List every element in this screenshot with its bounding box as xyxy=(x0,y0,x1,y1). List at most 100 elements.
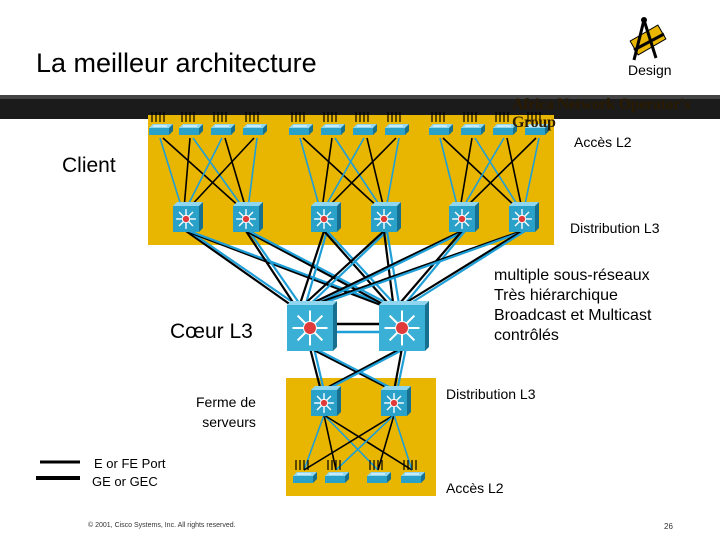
layer3-switch-icon xyxy=(449,202,479,232)
sdist-sacc-link xyxy=(323,414,379,471)
core-sdist-link xyxy=(392,347,404,392)
sdist-sacc-link xyxy=(393,414,413,471)
label-ferme-line1: Ferme de xyxy=(196,394,256,410)
dist-core-link xyxy=(297,230,463,311)
access-dist-link xyxy=(506,137,523,210)
dist-core-link xyxy=(303,230,388,311)
layer3-switch-icon xyxy=(311,386,341,416)
access-dist-link xyxy=(385,137,400,210)
access-switch-icon xyxy=(149,112,173,135)
design-label: Design xyxy=(628,62,672,78)
dist-core-link xyxy=(323,230,395,311)
dist-core-link xyxy=(296,230,326,311)
access-switch-icon xyxy=(367,460,391,483)
dist-core-link xyxy=(303,230,466,311)
nodes-layer xyxy=(149,112,549,483)
layer3-switch-icon xyxy=(311,202,341,232)
copyright: © 2001, Cisco Systems, Inc. All rights r… xyxy=(88,522,236,529)
access-dist-link xyxy=(299,137,321,210)
dist-core-link xyxy=(248,230,401,311)
notes-list: multiple sous-réseaux Très hiérarchique … xyxy=(494,266,651,346)
access-dist-link xyxy=(474,137,521,210)
access-dist-link xyxy=(459,137,473,210)
layer3-switch-icon xyxy=(371,202,401,232)
core-sdist-link xyxy=(320,347,403,392)
layer3-switch-icon xyxy=(381,386,411,416)
sdist-sacc-link xyxy=(303,414,325,471)
header-bar-shade xyxy=(0,95,720,99)
access-dist-link xyxy=(442,137,519,210)
access-dist-link xyxy=(224,137,247,210)
note-item: contrôlés xyxy=(494,327,559,344)
dist-core-link xyxy=(185,229,395,312)
access-dist-link xyxy=(162,137,243,210)
dist-core-link xyxy=(393,230,463,311)
dist-core-link xyxy=(245,230,395,311)
note-item: Très hiérarchique xyxy=(494,287,618,304)
note-item: multiple sous-réseaux xyxy=(494,267,650,284)
links-layer xyxy=(159,137,540,471)
dist-core-link xyxy=(326,230,401,311)
label-client: Client xyxy=(62,154,116,177)
access-dist-link xyxy=(187,137,255,210)
label-coeur: Cœur L3 xyxy=(170,320,253,343)
access-switch-icon xyxy=(293,460,317,483)
access-dist-link xyxy=(325,137,397,210)
core-sdist-link xyxy=(312,347,326,392)
dist-core-link xyxy=(188,230,305,311)
dist-core-link xyxy=(248,230,305,311)
sdist-sacc-link xyxy=(335,414,395,471)
access-switch-icon xyxy=(429,112,453,135)
access-dist-link xyxy=(366,137,385,210)
legend-ge-label: GE or GEC xyxy=(92,474,158,489)
label-distribution-bottom: Distribution L3 xyxy=(446,386,536,402)
dist-core-link xyxy=(302,230,329,311)
access-dist-link xyxy=(321,137,333,210)
access-dist-link xyxy=(247,137,258,210)
core-sdist-link xyxy=(313,347,398,392)
dist-core-link xyxy=(185,230,299,311)
access-switch-icon xyxy=(325,460,349,483)
masonic-compass-icon xyxy=(629,17,667,61)
dist-core-link xyxy=(188,229,401,312)
dist-core-link xyxy=(297,229,523,312)
access-switch-icon xyxy=(211,112,235,135)
access-dist-link xyxy=(439,137,459,210)
access-dist-link xyxy=(334,137,383,210)
core-sdist-link xyxy=(323,347,407,392)
access-switch-icon xyxy=(321,112,345,135)
core-sdist-link xyxy=(308,347,323,392)
label-ferme-line2: serveurs xyxy=(202,414,256,430)
label-acces-bottom: Accès L2 xyxy=(446,480,504,496)
sdist-sacc-link xyxy=(323,414,337,471)
slide-title: La meilleur architecture xyxy=(36,48,317,78)
layer3-switch-icon xyxy=(233,202,263,232)
layer3-switch-icon xyxy=(509,202,539,232)
logo-wordmark: Africa Network Operator's Group xyxy=(512,96,691,131)
access-switch-icon xyxy=(243,112,267,135)
dist-core-link xyxy=(399,230,526,311)
access-dist-link xyxy=(461,137,505,210)
core-sdist-link xyxy=(395,347,408,392)
access-switch-icon xyxy=(385,112,409,135)
access-switch-icon xyxy=(353,112,377,135)
core-switch-icon xyxy=(287,301,337,351)
layer3-switch-icon xyxy=(173,202,203,232)
access-switch-icon xyxy=(179,112,203,135)
access-dist-link xyxy=(523,137,540,210)
dist-core-link xyxy=(399,230,466,311)
access-dist-link xyxy=(323,137,365,210)
dist-core-link xyxy=(245,230,299,311)
page-number: 26 xyxy=(664,522,673,531)
access-switch-icon xyxy=(493,112,517,135)
core-sdist-link xyxy=(309,347,395,392)
label-acces-top: Accès L2 xyxy=(574,134,632,150)
access-switch-icon xyxy=(289,112,313,135)
sdist-sacc-link xyxy=(323,414,413,471)
label-server-farm: Ferme de serveurs xyxy=(196,392,256,432)
label-distribution-top: Distribution L3 xyxy=(570,220,660,236)
access-module-1 xyxy=(148,115,288,245)
access-dist-link xyxy=(185,137,223,210)
access-dist-link xyxy=(463,137,537,210)
dist-core-link xyxy=(385,230,402,311)
